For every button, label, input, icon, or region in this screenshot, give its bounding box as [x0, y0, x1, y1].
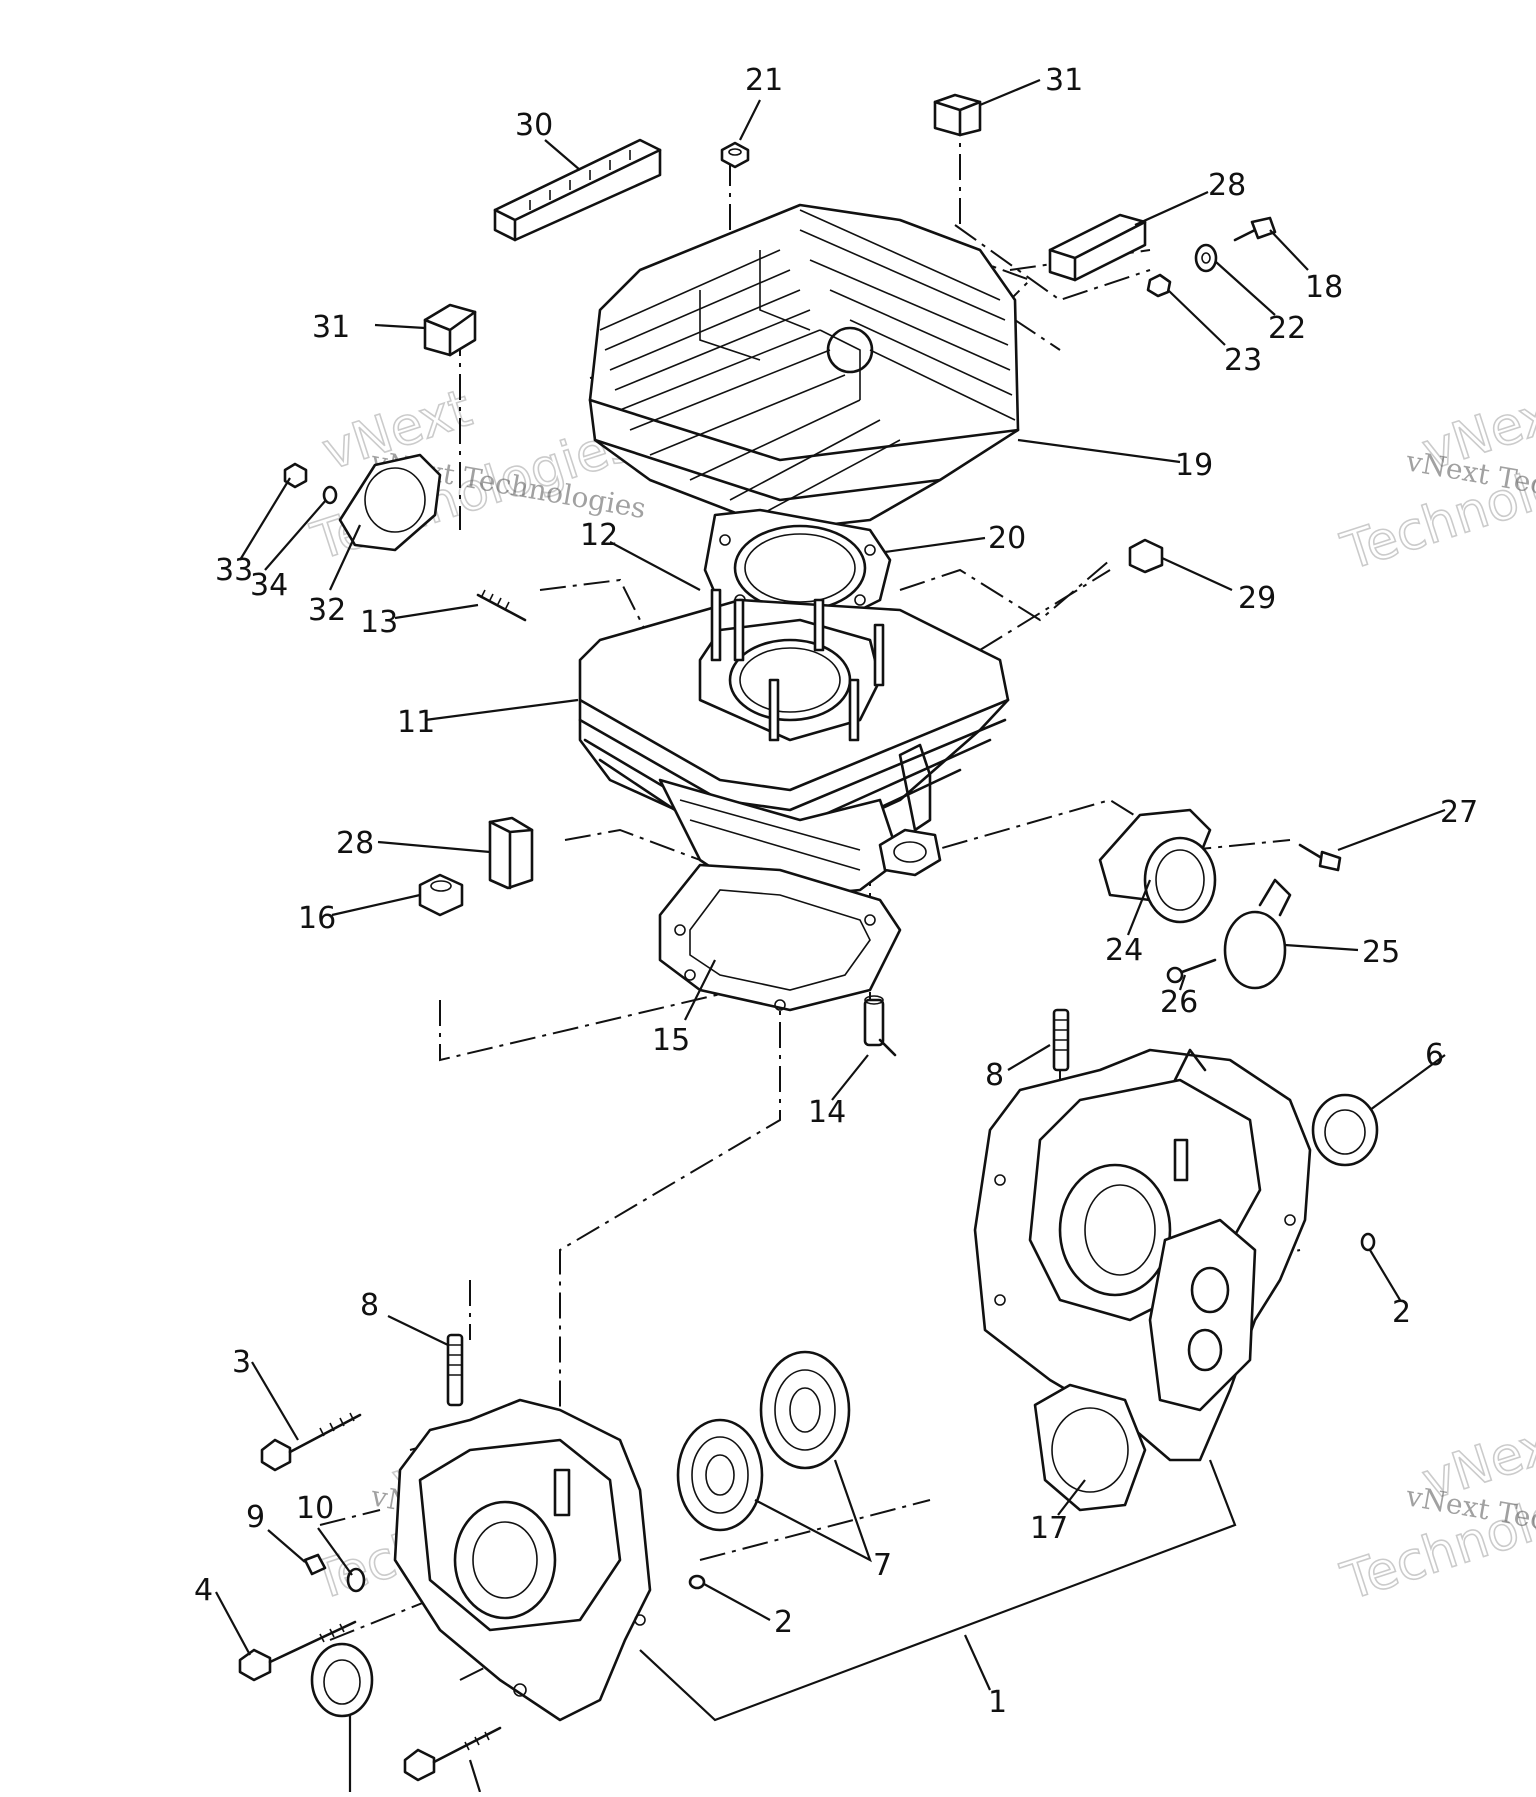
stud-3 — [813, 598, 825, 652]
callout-22: 22 — [1268, 311, 1306, 346]
callout-29: 29 — [1238, 581, 1276, 616]
stud-4 — [873, 623, 885, 687]
callout-11: 11 — [397, 705, 435, 740]
callout-3: 3 — [232, 1345, 251, 1380]
washer-22 — [1194, 243, 1218, 273]
bolt-4 — [238, 1620, 357, 1682]
stud-6 — [848, 678, 860, 742]
seal-left — [310, 1642, 374, 1718]
callout-19: 19 — [1175, 448, 1213, 483]
bolt-27 — [1298, 843, 1342, 872]
stud-13 — [476, 589, 527, 622]
leader-lines — [215, 78, 1446, 1793]
callout-labels: 21 31 30 28 18 22 23 19 20 29 12 13 11 3… — [194, 63, 1478, 1720]
callout-9: 9 — [246, 1500, 265, 1535]
callout-24: 24 — [1105, 933, 1143, 968]
callout-20: 20 — [988, 521, 1026, 556]
callout-7: 7 — [873, 1548, 892, 1583]
callout-21: 21 — [745, 63, 783, 98]
callout-27: 27 — [1440, 795, 1478, 830]
crankcase-left — [393, 1333, 652, 1722]
bolt-26 — [1166, 958, 1217, 984]
callout-30: 30 — [515, 108, 553, 143]
stud-1 — [710, 588, 722, 662]
stud-2 — [733, 598, 745, 662]
callout-4: 4 — [194, 1573, 213, 1608]
bearing-7-a — [676, 1418, 764, 1532]
dowel-right — [1173, 1138, 1189, 1182]
seal-6 — [1311, 1093, 1379, 1167]
bolt-9 — [303, 1553, 327, 1576]
callout-34: 34 — [250, 568, 288, 603]
callout-10: 10 — [296, 1491, 334, 1526]
callout-18: 18 — [1305, 270, 1343, 305]
washer-34 — [322, 485, 338, 505]
callout-2-right: 2 — [1392, 1295, 1411, 1330]
bolt-bottom — [403, 1726, 502, 1782]
callout-28-left: 28 — [336, 826, 374, 861]
clamp-25 — [1223, 910, 1287, 990]
pin-2-right — [1360, 1232, 1376, 1252]
bearing-7-b — [759, 1350, 851, 1470]
callout-31-left: 31 — [312, 310, 350, 345]
callout-15: 15 — [652, 1023, 690, 1058]
dowel-left — [553, 1468, 571, 1517]
intake-manifold — [1098, 808, 1292, 990]
rubber-block-31-top — [933, 93, 982, 137]
gasket-17 — [1033, 1383, 1147, 1512]
nut-23 — [1146, 273, 1172, 298]
callout-17: 17 — [1030, 1511, 1068, 1546]
nut-16 — [418, 873, 464, 917]
rubber-block-28-left — [488, 816, 534, 890]
cylinder-head — [588, 203, 1020, 532]
stud-8-left — [446, 1333, 464, 1407]
callout-16: 16 — [298, 901, 336, 936]
rubber-block-28-top — [1048, 213, 1147, 282]
callout-26: 26 — [1160, 985, 1198, 1020]
callout-2-left: 2 — [774, 1605, 793, 1640]
callout-12: 12 — [580, 518, 618, 553]
callout-32: 32 — [308, 593, 346, 628]
callout-8-right: 8 — [985, 1058, 1004, 1093]
nut-33 — [283, 462, 308, 489]
fitting-14 — [863, 995, 897, 1057]
intake-gasket — [878, 828, 942, 877]
callout-8-left: 8 — [360, 1288, 379, 1323]
pin-2-left — [688, 1574, 706, 1590]
callout-13: 13 — [360, 605, 398, 640]
callout-33: 33 — [215, 553, 253, 588]
cylinder — [578, 588, 1010, 902]
callout-25: 25 — [1362, 935, 1400, 970]
stud-5 — [768, 678, 780, 742]
callout-31-top: 31 — [1045, 63, 1083, 98]
nut-21 — [720, 141, 750, 169]
rubber-block-31-left — [423, 303, 477, 357]
callout-14: 14 — [808, 1095, 846, 1130]
base-gasket — [658, 863, 902, 1012]
callout-6: 6 — [1425, 1038, 1444, 1073]
bolt-3 — [260, 1412, 362, 1472]
callout-28-top: 28 — [1208, 168, 1246, 203]
bolt-18 — [1233, 216, 1277, 242]
callout-1: 1 — [988, 1685, 1007, 1720]
gasket-32 — [338, 453, 442, 552]
callout-23: 23 — [1224, 343, 1262, 378]
rubber-block-29 — [1128, 538, 1164, 574]
crankcase-right — [973, 1008, 1312, 1462]
rubber-block-30 — [493, 138, 662, 242]
